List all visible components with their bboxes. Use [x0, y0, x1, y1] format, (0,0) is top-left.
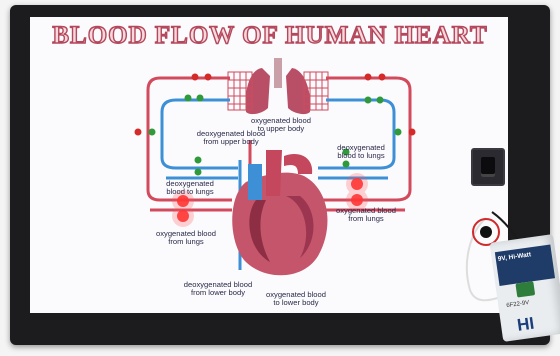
battery-brand: HI	[516, 314, 536, 336]
led-green-6	[395, 129, 402, 136]
led-green-1	[185, 95, 192, 102]
led-red-top-left	[192, 74, 199, 81]
label-deoxy-lower: deoxygenated blood from lower body	[176, 281, 260, 298]
led-green-3	[365, 97, 372, 104]
led-green-8	[195, 169, 202, 176]
label-oxy-lower: oxygenated blood to lower body	[256, 291, 336, 308]
led-red-mid-left	[135, 129, 142, 136]
label-oxy-from-lungs-right: oxygenated blood from lungs	[328, 207, 404, 224]
led-green-4	[377, 97, 384, 104]
poster-title: BLOOD FLOW OF HUMAN HEART	[40, 22, 500, 50]
led-red-mid-right	[409, 129, 416, 136]
label-deoxy-lungs-right: deoxygenated blood to lungs	[328, 144, 394, 161]
label-oxy-from-lungs-left: oxygenated blood from lungs	[148, 230, 224, 247]
battery-logo-icon	[515, 281, 535, 297]
battery-label-band	[495, 244, 555, 285]
led-red-top-right	[365, 74, 372, 81]
led-green-5	[149, 129, 156, 136]
power-switch[interactable]	[471, 148, 505, 186]
battery-mark: 6F22-9V	[506, 300, 530, 309]
led-red-top-right-2	[379, 74, 386, 81]
heart-illustration	[232, 150, 327, 275]
label-deoxy-upper: deoxygenated blood from upper body	[186, 130, 276, 147]
led-green-10	[343, 161, 350, 168]
label-deoxy-lungs-left: deoxygenated blood to lungs	[160, 180, 220, 197]
lungs	[246, 58, 311, 114]
led-red-top-left-2	[205, 74, 212, 81]
led-green-7	[195, 157, 202, 164]
led-green-2	[197, 95, 204, 102]
switch-rocker[interactable]	[481, 157, 495, 177]
